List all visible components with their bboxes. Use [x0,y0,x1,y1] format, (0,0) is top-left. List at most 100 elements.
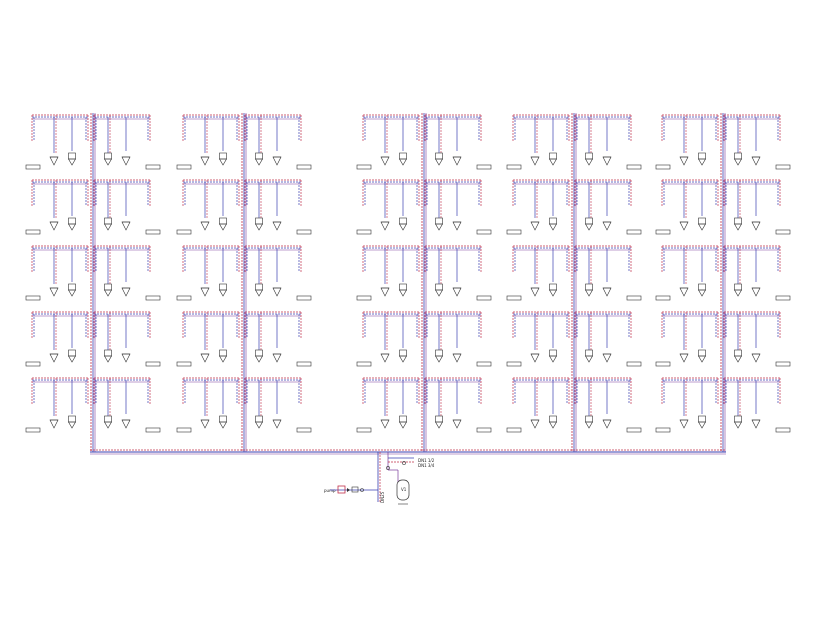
drain [751,156,761,166]
toilet-bowl [254,421,264,429]
bath-right [626,164,642,170]
bath-right [145,295,161,301]
unit-floor5-7 [506,377,570,433]
toilet-tank [399,349,407,357]
drain [751,221,761,231]
drain [49,419,59,429]
bath-right [775,361,791,367]
unit-floor4-9 [655,311,719,367]
toilet-tank [549,283,557,291]
bath-left [176,295,192,301]
toilet-tank [255,283,263,291]
unit-floor4-2 [93,311,161,367]
drain [530,287,540,297]
toilet-tank [435,217,443,225]
drain [452,353,462,363]
drain [121,353,131,363]
bath-left [655,295,671,301]
drain [272,419,282,429]
pump-label: pump [324,488,336,493]
drain [452,221,462,231]
toilet-tank [435,349,443,357]
drain [121,156,131,166]
drain [121,287,131,297]
toilet-bowl [434,289,444,297]
bath-left [25,427,41,433]
legend-text-2: DN1 3/4 [418,463,435,468]
toilet-tank [399,217,407,225]
toilet-bowl [733,421,743,429]
toilet-bowl [218,223,228,231]
unit-floor2-5 [356,179,420,235]
toilet-bowl [398,289,408,297]
toilet-tank [585,415,593,423]
toilet-bowl [218,355,228,363]
bath-left [25,229,41,235]
bath-left [176,427,192,433]
bath-left [655,427,671,433]
toilet-tank [698,152,706,160]
riser-1 [90,113,96,452]
toilet-tank [435,415,443,423]
toilet-bowl [584,158,594,166]
toilet-bowl [434,223,444,231]
unit-floor3-3 [176,245,240,301]
toilet-tank [104,283,112,291]
unit-floor4-5 [356,311,420,367]
unit-floor2-8 [574,179,642,235]
drain [530,221,540,231]
toilet-bowl [584,355,594,363]
toilet-bowl [697,223,707,231]
bath-right [626,361,642,367]
toilet-bowl [103,223,113,231]
drain [200,156,210,166]
toilet-tank [104,349,112,357]
toilet-tank [255,217,263,225]
toilet-tank [399,415,407,423]
drain [121,221,131,231]
meter-icon [351,486,359,493]
toilet-tank [219,152,227,160]
bath-right [775,229,791,235]
riser-4 [571,113,577,452]
unit-floor2-2 [93,179,161,235]
toilet-bowl [733,289,743,297]
toilet-tank [219,415,227,423]
toilet-tank [255,349,263,357]
drain [452,419,462,429]
unit-floor2-9 [655,179,719,235]
toilet-bowl [67,355,77,363]
drain [452,156,462,166]
bath-left [25,295,41,301]
bath-left [655,164,671,170]
bath-right [476,295,492,301]
bath-right [145,229,161,235]
unit-floor1-1 [25,114,89,170]
unit-floor4-10 [723,311,791,367]
drain [751,419,761,429]
unit-floor2-3 [176,179,240,235]
toilet-bowl [67,421,77,429]
toilet-tank [68,152,76,160]
gauge-icon [402,461,406,465]
bath-left [356,361,372,367]
bath-right [626,295,642,301]
bath-left [356,427,372,433]
toilet-bowl [434,158,444,166]
unit-floor5-6 [424,377,492,433]
unit-floor1-6 [424,114,492,170]
toilet-bowl [103,289,113,297]
bath-left [356,229,372,235]
drain [49,221,59,231]
toilet-bowl [218,421,228,429]
drain [530,419,540,429]
unit-floor3-6 [424,245,492,301]
riser-5 [720,113,726,452]
drain [49,287,59,297]
bath-left [356,164,372,170]
toilet-tank [585,283,593,291]
unit-floor1-2 [93,114,161,170]
unit-floor3-1 [25,245,89,301]
toilet-bowl [548,289,558,297]
toilet-bowl [548,355,558,363]
